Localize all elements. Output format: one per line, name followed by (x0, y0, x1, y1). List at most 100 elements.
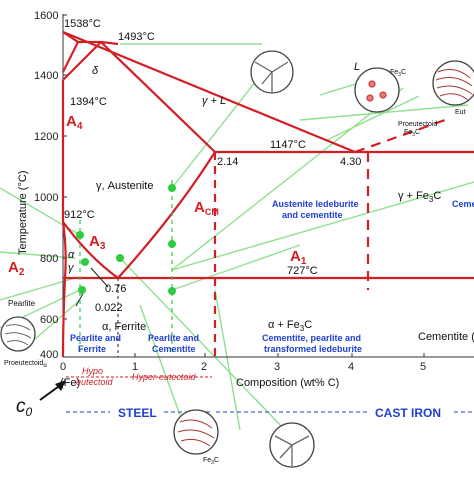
y-tick: 600 (40, 314, 58, 326)
critical-line-labels: A4 ACM A3 A1 A2 (8, 113, 307, 278)
y-tick: 1600 (34, 10, 58, 22)
label-a1: A1 (290, 248, 307, 267)
a3-line (62, 221, 119, 279)
cast-iron-label-bg (368, 404, 452, 420)
delta-boundary (62, 41, 102, 81)
x-axis-label: Composition (wt% C) (236, 377, 339, 389)
temp-912: 912°C (64, 209, 95, 221)
label-acm: ACM (194, 199, 219, 217)
liquidus-line-left (62, 30, 356, 154)
label-proeutectoid-fe3c: Proeutectoid (398, 121, 437, 128)
micro-circle (0, 316, 36, 352)
micro-hyper (173, 409, 219, 455)
label-fe3c-top: Fe3C (390, 69, 406, 78)
marker-dot (76, 231, 84, 239)
phase-gamma-small: γ (68, 262, 75, 274)
grain-boundaries (274, 435, 310, 466)
temp-727: 727°C (287, 265, 318, 277)
phase-alpha-fe3c: α + Fe3C (268, 319, 312, 333)
x-tick-labels: 0 1 2 3 4 5 (60, 361, 426, 373)
vertical-guides (79, 180, 173, 357)
label-proeutectoid-alpha: Proeutectoidα (4, 360, 47, 369)
x-tick: 2 (201, 361, 207, 373)
phase-gamma-l: γ + L (202, 95, 226, 107)
label-eut: Eut (455, 109, 466, 116)
marker-dot (168, 287, 176, 295)
grain-boundaries (254, 61, 289, 92)
temp-1538: 1538°C (64, 18, 101, 30)
y-tick: 1000 (34, 192, 58, 204)
comp-430: 4.30 (340, 156, 361, 168)
connector-line (214, 289, 241, 431)
connector-line (33, 299, 81, 341)
marker-dot (78, 286, 86, 294)
comp-0022: 0.022 (95, 302, 123, 314)
x-tick-marks (134, 353, 425, 357)
region-pearlite-cementite-2: Cementite (152, 344, 196, 354)
connector-line (299, 104, 469, 121)
x-tick: 5 (420, 361, 426, 373)
connector-line (0, 251, 76, 259)
connector-line (139, 304, 181, 416)
hypo-label-2: eutectoid (76, 377, 114, 387)
phase-austenite: γ, Austenite (96, 180, 153, 192)
acm-line (117, 151, 216, 279)
phase-liquid: L (354, 61, 360, 73)
region-cementite-ledeburite-1: Cementite, pearlite and (262, 333, 361, 343)
lamellae (177, 419, 215, 447)
x-tick: 1 (132, 361, 138, 373)
y-tick: 1400 (34, 70, 58, 82)
micro-circle (354, 67, 400, 113)
region-pearlite-cementite-1: Pearlite and (148, 333, 199, 343)
y-axis-label: Temperature (°C) (17, 171, 29, 255)
region-austenite-ledeburite-1: Austenite ledeburite (272, 199, 359, 209)
steel-label-bg (110, 404, 164, 420)
phase-gamma-fe3c: γ + Fe3C (398, 190, 441, 204)
region-ceme: Ceme (452, 199, 474, 209)
steel-label: STEEL (118, 406, 157, 420)
region-pearlite-ferrite-1: Pearlite and (70, 333, 121, 343)
connector-line (171, 87, 404, 271)
marker-dot (81, 258, 89, 266)
composition-labels: 2.14 4.30 0.76 0.022 (95, 156, 361, 314)
phase-cementite: Cementite ( (418, 331, 474, 343)
label-pearlite: Pearlite (8, 299, 36, 308)
micro-pearlite-left (0, 316, 36, 352)
microstructure-labels: Pearlite Proeutectoidα Fe3C Proeutectoid… (4, 69, 466, 466)
region-cementite-ledeburite-2: transformed ledeburite (264, 344, 362, 354)
c0-marker: c0 (16, 380, 66, 419)
micro-liquid-start (250, 50, 294, 94)
connector-line (171, 71, 264, 189)
temp-1493: 1493°C (118, 31, 155, 43)
label-a4: A4 (66, 113, 83, 132)
y-tick: 800 (40, 253, 58, 265)
phase-alpha-ferrite: α, Ferrite (102, 321, 146, 333)
fe3c-nucleus (366, 94, 374, 102)
leader-076 (90, 267, 109, 288)
fe3c-nucleus (379, 91, 387, 99)
connector-line (171, 244, 301, 291)
connector-line (119, 257, 286, 431)
micro-liquid-fe3c (354, 67, 400, 113)
micro-ledeburite (269, 422, 315, 468)
x-tick: 0 (60, 361, 66, 373)
liquidus-right (354, 118, 446, 154)
x-origin-label: (Fe) (60, 377, 80, 389)
c0-arrowhead (55, 380, 66, 391)
hyper-label: Hyper-eutectoid (132, 372, 196, 382)
phase-labels: δ γ + L L γ, Austenite γ + Fe3C α, Ferri… (68, 61, 474, 343)
y-tick: 400 (40, 349, 58, 361)
label-fe3c-bottom: Fe3C (203, 457, 219, 466)
cast-iron-label: CAST IRON (375, 406, 441, 420)
micro-circle (432, 60, 474, 106)
classification-bar: Hypo eutectoid Hyper-eutectoid STEEL CAS… (66, 366, 474, 420)
region-austenite-ledeburite-2: and cementite (282, 210, 343, 220)
delta-boundary-2 (62, 41, 79, 73)
label-fe3c-proeut: Fe3C (404, 129, 420, 138)
solidus-upper (100, 41, 216, 153)
microstructure-illustrations (0, 50, 474, 468)
label-a2: A2 (8, 259, 25, 278)
marker-dot (116, 254, 124, 262)
